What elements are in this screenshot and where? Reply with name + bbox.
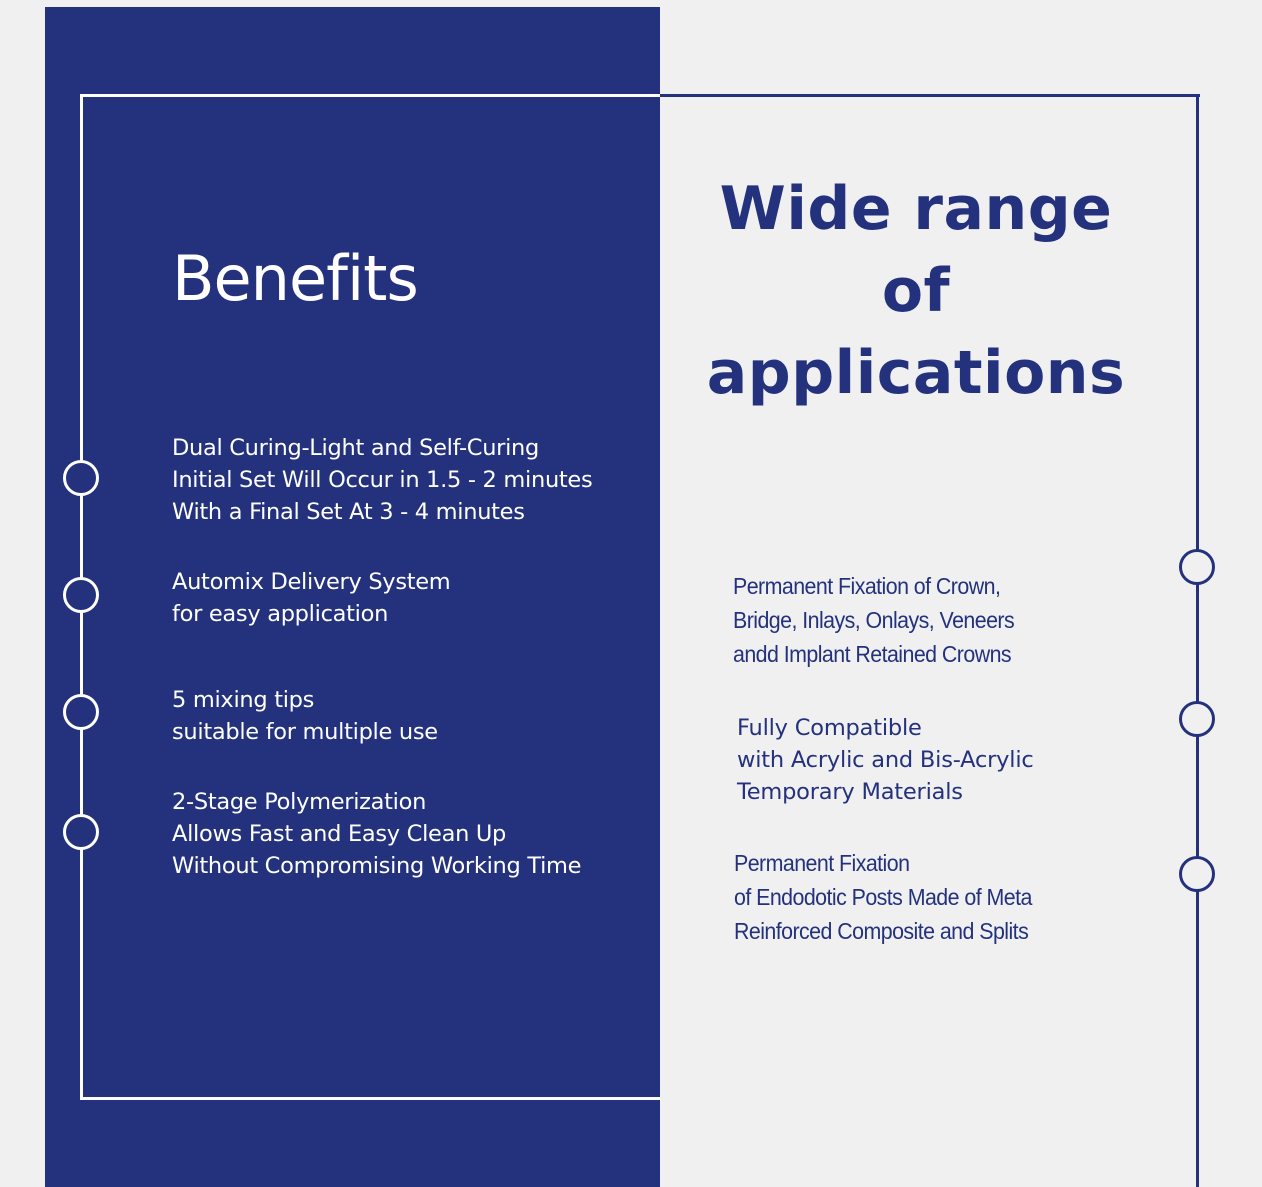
benefit-item-3: 5 mixing tips suitable for multiple use: [172, 687, 438, 745]
frame-bottom-line: [80, 1097, 660, 1100]
benefit-marker-icon-3: [63, 694, 99, 730]
benefit-item-4: 2-Stage Polymerization Allows Fast and E…: [172, 789, 582, 879]
benefits-title: Benefits: [172, 242, 419, 315]
application-marker-icon-2: [1179, 701, 1215, 737]
frame-right-line: [1196, 94, 1199, 1187]
application-item-2: Fully Compatible with Acrylic and Bis-Ac…: [737, 715, 1034, 805]
application-item-3: Permanent Fixation of Endodotic Posts Ma…: [734, 850, 1032, 944]
application-item-1: Permanent Fixation of Crown, Bridge, Inl…: [733, 573, 1015, 667]
benefit-marker-icon-4: [63, 814, 99, 850]
application-marker-icon-1: [1179, 549, 1215, 585]
applications-panel: [660, 7, 1262, 1187]
applications-title: Wide range of applications: [706, 174, 1126, 408]
benefit-marker-icon-1: [63, 460, 99, 496]
frame-top-line-left: [80, 94, 660, 97]
benefits-panel: [45, 7, 660, 1187]
benefit-item-2: Automix Delivery System for easy applica…: [172, 569, 451, 627]
benefit-marker-icon-2: [63, 577, 99, 613]
application-marker-icon-3: [1179, 856, 1215, 892]
benefit-item-1: Dual Curing-Light and Self-Curing Initia…: [172, 435, 593, 525]
frame-top-line-right: [660, 94, 1200, 97]
